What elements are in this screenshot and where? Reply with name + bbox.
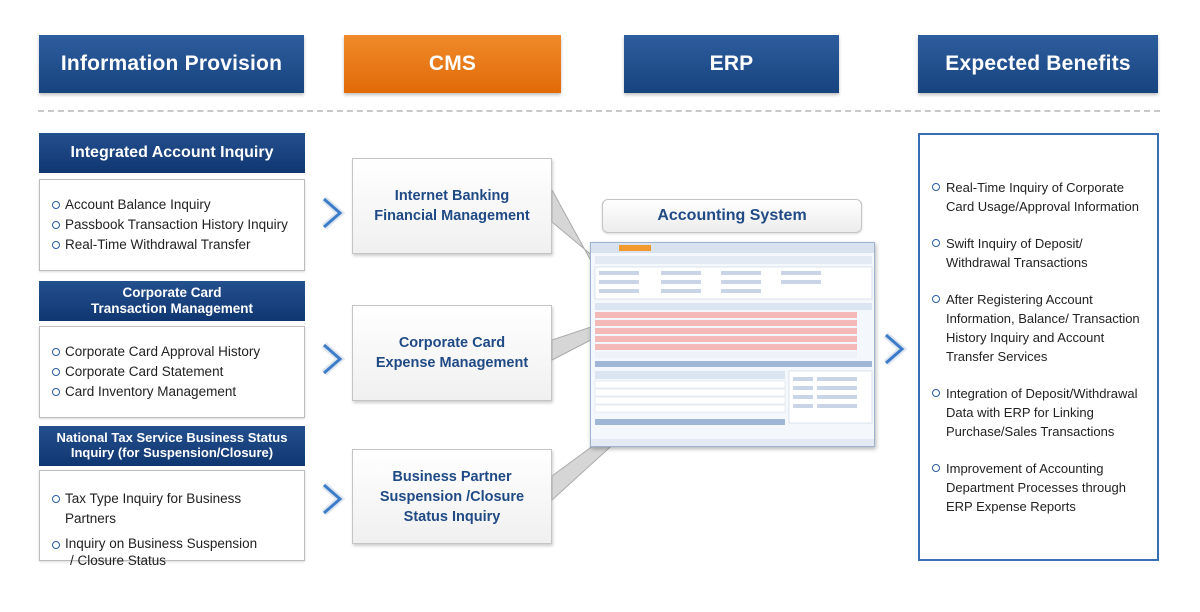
section-title-text: Integrated Account Inquiry xyxy=(70,143,274,161)
benefit-line: Card Usage/Approval Information xyxy=(946,199,1139,214)
cms-box-corporate-card: Corporate Card Expense Management xyxy=(352,305,552,401)
benefit-line: Information, Balance/ Transaction xyxy=(946,311,1140,326)
benefit-line: Data with ERP for Linking xyxy=(946,405,1094,420)
benefit-line: Department Processes through xyxy=(946,480,1126,495)
benefit-line: Improvement of Accounting xyxy=(946,461,1104,476)
benefit-line: Swift Inquiry of Deposit/ xyxy=(946,236,1083,251)
expected-benefits-box: Real-Time Inquiry of Corporate Card Usag… xyxy=(918,133,1159,561)
list-item: Card Inventory Management xyxy=(52,382,292,402)
chevron-right-icon xyxy=(883,332,908,366)
section-title-line: Corporate Card xyxy=(122,285,222,301)
benefit-line: ERP Expense Reports xyxy=(946,499,1076,514)
chevron-right-icon xyxy=(321,482,346,516)
list-item: Corporate Card Approval History xyxy=(52,342,292,362)
section-box-integrated-account: Account Balance Inquiry Passbook Transac… xyxy=(39,179,305,271)
section-title-integrated-account: Integrated Account Inquiry xyxy=(39,133,305,173)
section-title-line: Transaction Management xyxy=(90,301,254,316)
benefit-item: Real-Time Inquiry of Corporate Card Usag… xyxy=(932,178,1145,216)
erp-screenshot-image xyxy=(591,243,874,446)
section-title-line: National Tax Service Business Status xyxy=(56,430,288,446)
cms-box-line: Suspension /Closure xyxy=(379,488,525,505)
cms-box-business-partner: Business Partner Suspension /Closure Sta… xyxy=(352,449,552,544)
cms-box-line: Corporate Card xyxy=(398,335,506,351)
cms-box-line: Internet Banking xyxy=(394,188,510,204)
list-item-continuation: / Closure Status xyxy=(70,553,167,568)
section-box-business-status: Tax Type Inquiry for Business Partners I… xyxy=(39,470,305,568)
header-expected-benefits: Expected Benefits xyxy=(918,35,1158,93)
benefit-line: Real-Time Inquiry of Corporate xyxy=(946,180,1124,195)
list-item: Corporate Card Statement xyxy=(52,362,292,382)
list-item: Passbook Transaction History Inquiry xyxy=(52,215,292,235)
section-title-corporate-card: Corporate Card Transaction Management xyxy=(39,281,305,321)
benefit-item: Integration of Deposit/Withdrawal Data w… xyxy=(932,384,1145,441)
benefit-item: Swift Inquiry of Deposit/ Withdrawal Tra… xyxy=(932,234,1145,272)
list-item: Account Balance Inquiry xyxy=(52,195,292,215)
accounting-system-title: Accounting System xyxy=(657,207,807,224)
accounting-system-label: Accounting System xyxy=(602,199,862,233)
benefit-line: Purchase/Sales Transactions xyxy=(946,424,1115,439)
benefit-line: Integration of Deposit/Withdrawal xyxy=(946,386,1138,401)
erp-screenshot xyxy=(590,242,875,447)
section-title-business-status: National Tax Service Business Status Inq… xyxy=(39,426,305,466)
list-item: Real-Time Withdrawal Transfer xyxy=(52,235,292,255)
section-title-line: Inquiry (for Suspension/Closure) xyxy=(70,445,274,460)
benefit-line: Transfer Services xyxy=(946,349,1048,364)
header-erp: ERP xyxy=(624,35,839,93)
list-item: Tax Type Inquiry for Business Partners xyxy=(52,489,292,529)
benefit-line: Withdrawal Transactions xyxy=(946,255,1088,270)
chevron-right-icon xyxy=(321,196,346,230)
header-information-provision: Information Provision xyxy=(39,35,304,93)
cms-box-line: Business Partner xyxy=(392,468,512,485)
header-divider xyxy=(38,110,1160,112)
cms-box-line: Financial Management xyxy=(374,208,530,224)
section-box-corporate-card: Corporate Card Approval History Corporat… xyxy=(39,326,305,418)
benefit-item: Improvement of Accounting Department Pro… xyxy=(932,459,1145,516)
chevron-right-icon xyxy=(321,342,346,376)
benefit-line: After Registering Account xyxy=(946,292,1093,307)
benefit-item: After Registering Account Information, B… xyxy=(932,290,1145,366)
benefit-line: History Inquiry and Account xyxy=(946,330,1105,345)
cms-box-internet-banking: Internet Banking Financial Management xyxy=(352,158,552,254)
cms-box-line: Status Inquiry xyxy=(403,508,501,525)
header-cms: CMS xyxy=(344,35,561,93)
list-item: Inquiry on Business Suspension xyxy=(52,535,292,552)
cms-box-line: Expense Management xyxy=(375,355,529,371)
